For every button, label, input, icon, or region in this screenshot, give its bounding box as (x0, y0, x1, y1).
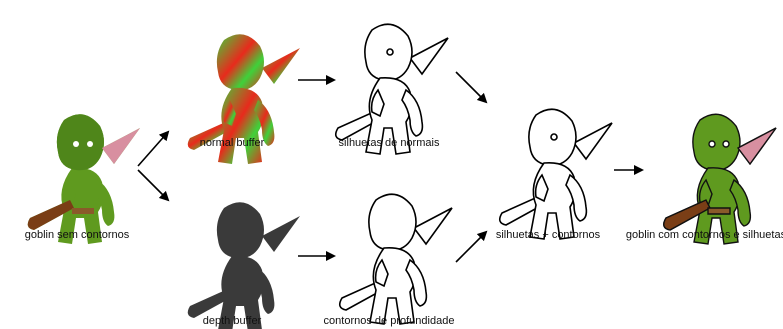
arrow-icon (138, 170, 168, 200)
goblin-render-icon (664, 114, 776, 244)
label-goblin-final: goblin com contornos e silhuetas (626, 229, 783, 241)
goblin-render-icon (28, 114, 140, 244)
label-depth-buffer: depth buffer (203, 315, 262, 327)
arrow-icon (456, 232, 486, 262)
label-goblin-plain: goblin sem contornos (25, 229, 130, 241)
arrow-icon (456, 72, 486, 102)
label-depth-contours: contornos de profundidade (324, 315, 455, 327)
depth-buffer-render-icon (188, 202, 300, 329)
label-normal-silhouettes: silhuetas de normais (339, 137, 440, 149)
line-drawing-icon (500, 109, 612, 239)
label-normal-buffer: normal buffer (200, 137, 265, 149)
line-drawing-icon (336, 24, 448, 154)
line-drawing-icon (340, 194, 452, 324)
arrow-icon (138, 132, 168, 166)
label-combined: silhuetas + contornos (496, 229, 600, 241)
